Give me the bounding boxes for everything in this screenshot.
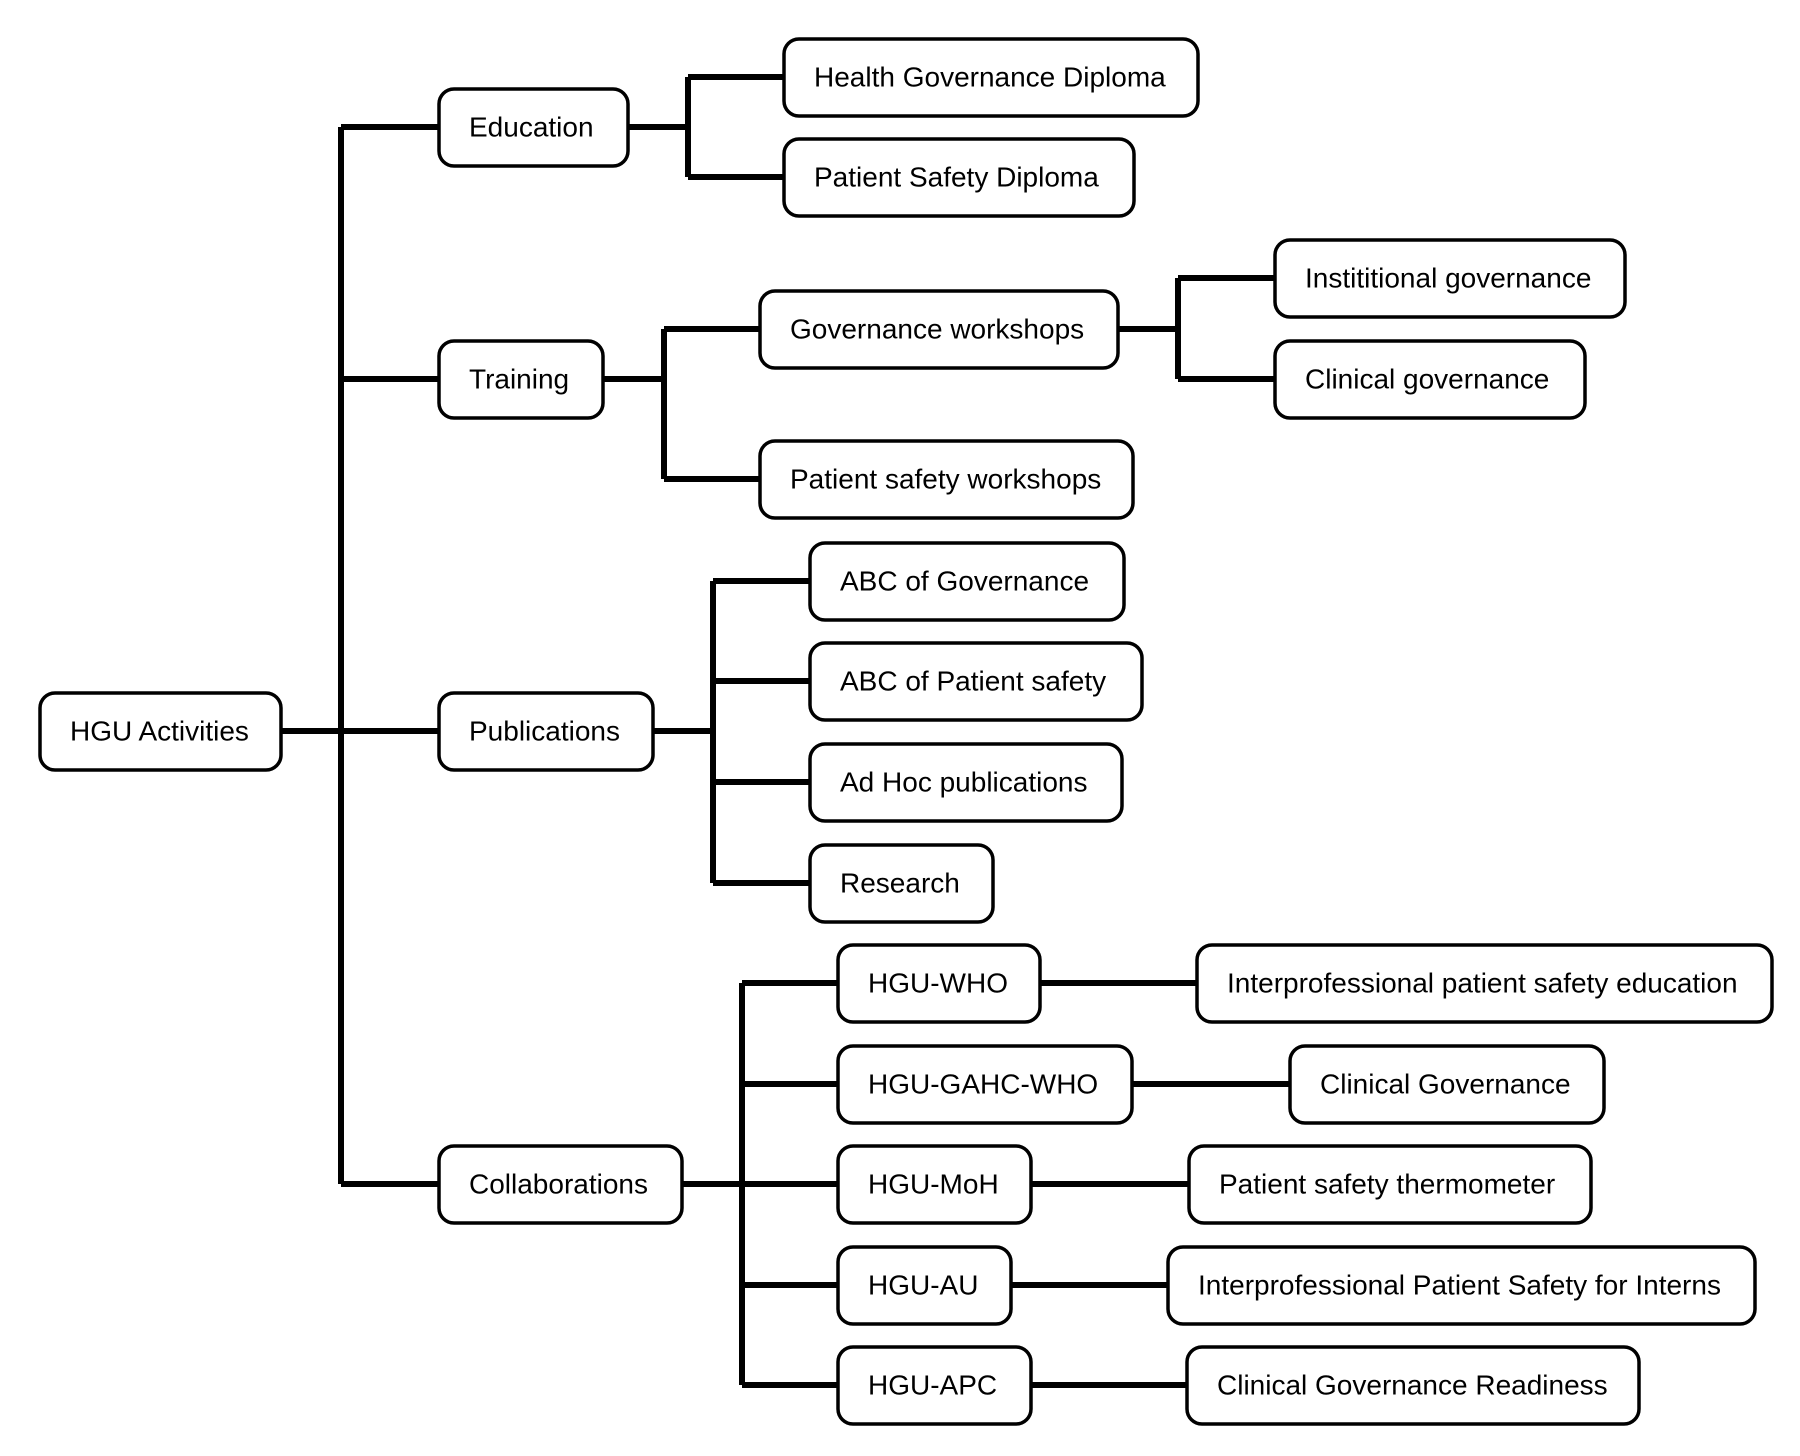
node-hgu-au: HGU-AU xyxy=(836,1245,1013,1326)
node-clinical-governance-project: Clinical Governance xyxy=(1288,1044,1606,1125)
node-publications-label: Publications xyxy=(469,716,620,747)
node-root-label: HGU Activities xyxy=(70,716,249,747)
node-publications: Publications xyxy=(437,691,655,772)
node-patient-safety-diploma: Patient Safety Diploma xyxy=(782,137,1136,218)
node-governance-workshops-label: Governance workshops xyxy=(790,314,1084,345)
node-education-label: Education xyxy=(469,112,594,143)
node-abc-patient-safety-label: ABC of Patient safety xyxy=(840,666,1106,697)
node-hgu-apc: HGU-APC xyxy=(836,1345,1033,1426)
node-hgu-gahc-who-label: HGU-GAHC-WHO xyxy=(868,1069,1098,1100)
node-abc-governance: ABC of Governance xyxy=(808,541,1126,622)
node-interprofessional-patient-safety-interns: Interprofessional Patient Safety for Int… xyxy=(1166,1245,1757,1326)
node-ad-hoc-publications-label: Ad Hoc publications xyxy=(840,767,1087,798)
node-clinical-governance: Clinical governance xyxy=(1273,339,1587,420)
node-interprofessional-patient-safety-education: Interprofessional patient safety educati… xyxy=(1195,943,1774,1024)
node-research: Research xyxy=(808,843,995,924)
node-patient-safety-workshops: Patient safety workshops xyxy=(758,439,1135,520)
node-ad-hoc-publications: Ad Hoc publications xyxy=(808,742,1124,823)
node-clinical-governance-project-label: Clinical Governance xyxy=(1320,1069,1571,1100)
node-institutional-governance-label: Instititional governance xyxy=(1305,263,1591,294)
node-patient-safety-thermometer: Patient safety thermometer xyxy=(1187,1144,1593,1225)
node-clinical-governance-label: Clinical governance xyxy=(1305,364,1549,395)
node-patient-safety-diploma-label: Patient Safety Diploma xyxy=(814,162,1099,193)
node-clinical-governance-readiness-label: Clinical Governance Readiness xyxy=(1217,1370,1608,1401)
node-hgu-gahc-who: HGU-GAHC-WHO xyxy=(836,1044,1134,1125)
node-abc-governance-label: ABC of Governance xyxy=(840,566,1089,597)
node-governance-workshops: Governance workshops xyxy=(758,289,1120,370)
node-abc-patient-safety: ABC of Patient safety xyxy=(808,641,1144,722)
node-collaborations-label: Collaborations xyxy=(469,1169,648,1200)
node-hgu-moh-label: HGU-MoH xyxy=(868,1169,999,1200)
node-hgu-apc-label: HGU-APC xyxy=(868,1370,997,1401)
node-clinical-governance-readiness: Clinical Governance Readiness xyxy=(1185,1345,1641,1426)
node-hgu-moh: HGU-MoH xyxy=(836,1144,1033,1225)
nodes: HGU Activities Education Training Public… xyxy=(38,37,1774,1426)
node-training: Training xyxy=(437,339,605,420)
node-patient-safety-workshops-label: Patient safety workshops xyxy=(790,464,1101,495)
node-interprofessional-patient-safety-interns-label: Interprofessional Patient Safety for Int… xyxy=(1198,1270,1721,1301)
node-root: HGU Activities xyxy=(38,691,283,772)
node-training-label: Training xyxy=(469,364,569,395)
node-institutional-governance: Instititional governance xyxy=(1273,238,1627,319)
node-health-governance-diploma: Health Governance Diploma xyxy=(782,37,1200,118)
node-education: Education xyxy=(437,87,630,168)
node-collaborations: Collaborations xyxy=(437,1144,684,1225)
node-interprofessional-patient-safety-education-label: Interprofessional patient safety educati… xyxy=(1227,968,1738,999)
node-health-governance-diploma-label: Health Governance Diploma xyxy=(814,62,1166,93)
node-research-label: Research xyxy=(840,868,960,899)
node-hgu-au-label: HGU-AU xyxy=(868,1270,978,1301)
connectors xyxy=(281,74,1290,1388)
node-hgu-who: HGU-WHO xyxy=(836,943,1042,1024)
node-patient-safety-thermometer-label: Patient safety thermometer xyxy=(1219,1169,1555,1200)
node-hgu-who-label: HGU-WHO xyxy=(868,968,1008,999)
